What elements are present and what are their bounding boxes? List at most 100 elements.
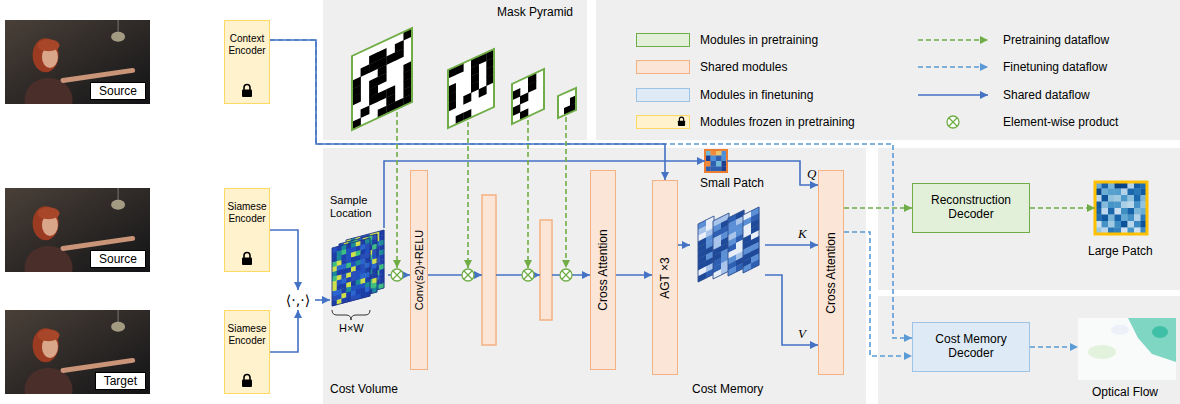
edge-label: K	[797, 226, 808, 241]
lock-icon	[241, 251, 253, 265]
mask-cell	[395, 48, 404, 61]
patch-cell	[1108, 215, 1115, 222]
patch-cell	[1115, 221, 1122, 228]
cost-volume-sheet	[332, 238, 370, 306]
flow-blob	[1152, 326, 1168, 338]
legend-text: Modules in finetuning	[700, 88, 813, 102]
mask-arrow	[396, 112, 398, 268]
cost-memory: Cost Memory	[690, 205, 765, 285]
agt-box: AGT ×3	[652, 180, 678, 375]
module-name: Cross Attention	[597, 229, 609, 310]
legend-text: Finetuning dataflow	[1003, 60, 1107, 74]
large-patch-image	[1095, 182, 1147, 234]
mask-arrow	[565, 117, 567, 268]
legend-text: Shared modules	[700, 60, 787, 74]
product-circle	[560, 269, 572, 281]
mask-cell	[361, 105, 370, 118]
cost-memory-sheet	[728, 210, 744, 276]
lock-icon	[677, 116, 686, 126]
flow-blob	[1111, 325, 1129, 335]
mask-cell	[479, 86, 487, 98]
lock-body	[678, 121, 685, 126]
patch-cell	[1102, 221, 1109, 228]
panel	[878, 148, 1180, 290]
mask-arrow	[527, 120, 529, 268]
legend-line-sample	[918, 94, 988, 96]
lock-shackle	[244, 375, 250, 381]
cost-volume-sheet	[339, 234, 377, 302]
caption: Large Patch	[1088, 244, 1153, 258]
attention-box: Cross Attention	[818, 170, 844, 375]
mask-border	[512, 69, 544, 124]
sheet-border	[332, 238, 370, 306]
label: Sample Location	[330, 194, 382, 220]
mask-cell	[369, 93, 378, 106]
input-image: Source	[5, 20, 150, 104]
patch-cell	[716, 156, 722, 162]
caption: Small Patch	[700, 176, 764, 190]
sheet-border	[728, 210, 744, 276]
patch-cell	[1128, 208, 1135, 215]
image-tag: Source	[90, 250, 146, 268]
edge-label: Q	[806, 166, 817, 181]
panel	[878, 296, 1180, 404]
legend-text: Shared dataflow	[1003, 88, 1090, 102]
conv-box	[482, 195, 496, 345]
input-image: Source	[5, 188, 150, 272]
product-circle	[462, 269, 474, 281]
product-cross	[949, 118, 957, 126]
patch-cell	[1134, 208, 1141, 215]
patch-cell	[716, 161, 722, 167]
encoder-box: Siamese Encoder	[224, 310, 270, 394]
render-image	[5, 188, 150, 272]
mask	[512, 69, 544, 124]
sheet-border	[346, 230, 384, 298]
patch-border	[705, 150, 727, 172]
connector	[678, 244, 690, 246]
sheet-border	[713, 213, 729, 279]
connector	[1030, 346, 1078, 348]
mask-cell	[512, 104, 520, 116]
module-name: Reconstruction Decoder	[922, 194, 1020, 222]
patch-cell	[1134, 202, 1141, 209]
lock-body	[242, 380, 252, 388]
module-name: AGT ×3	[659, 257, 671, 298]
lock-shackle	[244, 253, 250, 259]
connector	[1030, 207, 1095, 209]
mask-ground	[558, 88, 576, 118]
product-symbol	[947, 116, 959, 128]
product-cross	[562, 271, 570, 279]
lamp-cord	[118, 310, 119, 323]
connector	[616, 274, 652, 276]
panel	[596, 0, 1180, 140]
product-symbol	[462, 269, 474, 281]
patch-cell	[1128, 195, 1135, 202]
encoder-box: Context Encoder	[224, 20, 270, 104]
patch-cell	[1115, 195, 1122, 202]
mask-cell	[520, 92, 528, 104]
image-tag: Source	[90, 82, 146, 100]
panel	[323, 0, 587, 140]
render-image	[5, 20, 150, 104]
module-name: Context Encoder	[225, 33, 269, 56]
small-patch: Small Patch	[705, 150, 727, 172]
sheet-border	[339, 234, 377, 302]
legend-swatch	[636, 88, 690, 102]
flow-region	[1128, 318, 1176, 362]
module-name: Siamese Encoder	[225, 323, 269, 346]
lamp	[111, 32, 125, 42]
sheet-border	[743, 207, 759, 273]
encoder-box: Siamese Encoder	[224, 188, 270, 272]
caption: Cost Memory	[692, 382, 763, 396]
patch-cell	[1108, 195, 1115, 202]
lock-shackle	[679, 117, 683, 121]
product-symbol	[522, 269, 534, 281]
mask-border	[448, 49, 494, 128]
product-cross	[464, 271, 472, 279]
patch-cell	[1128, 221, 1135, 228]
patch-cell	[1134, 221, 1141, 228]
patch-cell	[1134, 215, 1141, 222]
patch-cell	[1102, 215, 1109, 222]
mask-cell	[528, 81, 536, 93]
